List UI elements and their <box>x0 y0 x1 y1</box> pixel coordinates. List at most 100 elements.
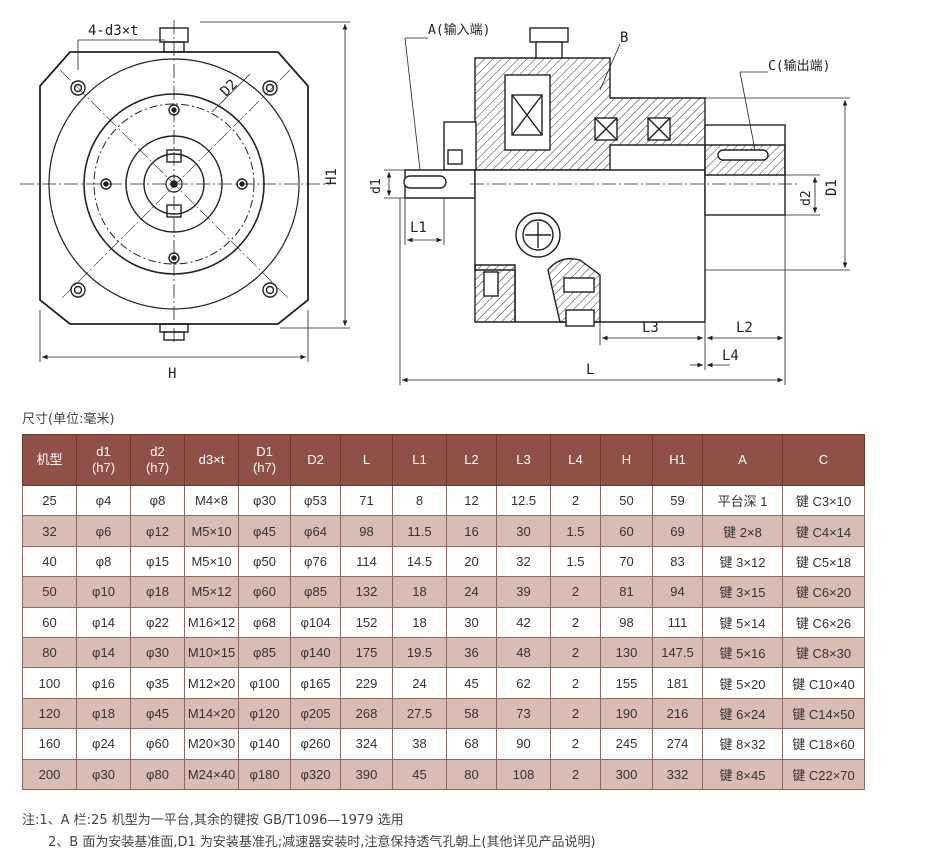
label-H1: H1 <box>324 168 340 185</box>
label-D2: D2 <box>218 77 241 100</box>
table-cell: 245 <box>600 728 653 760</box>
table-cell: M16×12 <box>184 606 239 638</box>
table-cell: 324 <box>340 728 393 760</box>
table-cell: 216 <box>652 697 703 730</box>
table-cell: 键 C8×30 <box>782 636 865 669</box>
table-cell: 8 <box>392 484 447 517</box>
table-cell: 100 <box>22 667 77 699</box>
table-cell: 24 <box>392 667 447 699</box>
table-cell: 32 <box>22 515 77 547</box>
table-cell: φ104 <box>290 606 341 638</box>
table-cell: 键 5×14 <box>702 606 783 638</box>
table-cell: 键 C22×70 <box>782 758 865 790</box>
note-2: 2、B 面为安装基准面,D1 为安装基准孔;减速器安装时,注意保持透气孔朝上(其… <box>48 835 596 850</box>
table-cell: φ50 <box>238 545 291 578</box>
column-header: L2 <box>446 434 497 486</box>
column-header: d3×t <box>184 434 239 486</box>
table-cell: 键 C6×20 <box>782 576 865 608</box>
table-cell: 62 <box>496 667 551 699</box>
table-cell: 2 <box>550 758 601 790</box>
table-cell: φ4 <box>76 484 131 517</box>
table-cell: 2 <box>550 636 601 669</box>
table-cell: φ140 <box>238 728 291 760</box>
table-cell: φ16 <box>76 667 131 699</box>
table-cell: 32 <box>496 545 551 578</box>
table-cell: 2 <box>550 728 601 760</box>
table-cell: 50 <box>22 576 77 608</box>
table-cell: 160 <box>22 728 77 760</box>
notes: 注:1、A 栏:25 机型为一平台,其余的键按 GB/T1096—1979 选用… <box>22 810 596 854</box>
table-cell: 83 <box>652 545 703 578</box>
table-cell: 90 <box>496 728 551 760</box>
table-cell: φ205 <box>290 697 341 730</box>
table-cell: 30 <box>446 606 497 638</box>
table-cell: 147.5 <box>652 636 703 669</box>
table-cell: 58 <box>446 697 497 730</box>
table-cell: 390 <box>340 758 393 790</box>
table-cell: 38 <box>392 728 447 760</box>
table-cell: 155 <box>600 667 653 699</box>
table-cell: 键 8×45 <box>702 758 783 790</box>
table-cell: 114 <box>340 545 393 578</box>
table-cell: φ18 <box>76 697 131 730</box>
table-cell: 69 <box>652 515 703 547</box>
table-cell: 键 3×12 <box>702 545 783 578</box>
table-cell: 132 <box>340 576 393 608</box>
table-cell: M10×15 <box>184 636 239 669</box>
table-cell: 42 <box>496 606 551 638</box>
label-H: H <box>168 366 176 382</box>
table-cell: 键 C10×40 <box>782 667 865 699</box>
technical-drawing: 4-d3×t D2 H1 H <box>20 20 850 385</box>
table-cell: 60 <box>600 515 653 547</box>
table-cell: φ320 <box>290 758 341 790</box>
table-cell: φ30 <box>76 758 131 790</box>
table-cell: 30 <box>496 515 551 547</box>
table-cell: φ35 <box>130 667 185 699</box>
table-cell: 24 <box>446 576 497 608</box>
table-cell: M24×40 <box>184 758 239 790</box>
table-cell: 平台深 1 <box>702 484 783 517</box>
table-cell: φ18 <box>130 576 185 608</box>
table-cell: 120 <box>22 697 77 730</box>
table-cell: 70 <box>600 545 653 578</box>
table-cell: φ180 <box>238 758 291 790</box>
column-header: D2 <box>290 434 341 486</box>
table-cell: 12.5 <box>496 484 551 517</box>
column-header: L1 <box>392 434 447 486</box>
table-cell: 71 <box>340 484 393 517</box>
table-cell: 12 <box>446 484 497 517</box>
table-cell: M20×30 <box>184 728 239 760</box>
table-cell: 11.5 <box>392 515 447 547</box>
table-cell: φ15 <box>130 545 185 578</box>
table-cell: φ14 <box>76 606 131 638</box>
table-cell: M5×12 <box>184 576 239 608</box>
table-cell: 16 <box>446 515 497 547</box>
table-cell: 60 <box>22 606 77 638</box>
table-cell: 73 <box>496 697 551 730</box>
table-cell: 键 2×8 <box>702 515 783 547</box>
label-L2: L2 <box>736 320 753 336</box>
column-header: L4 <box>550 434 601 486</box>
table-cell: 键 3×15 <box>702 576 783 608</box>
table-cell: 40 <box>22 545 77 578</box>
table-cell: 25 <box>22 484 77 517</box>
label-L4: L4 <box>722 348 739 364</box>
table-cell: 39 <box>496 576 551 608</box>
table-cell: φ12 <box>130 515 185 547</box>
table-cell: φ85 <box>238 636 291 669</box>
table-cell: 2 <box>550 484 601 517</box>
table-cell: 1.5 <box>550 545 601 578</box>
table-cell: 2 <box>550 697 601 730</box>
table-cell: M5×10 <box>184 545 239 578</box>
table-cell: 80 <box>446 758 497 790</box>
